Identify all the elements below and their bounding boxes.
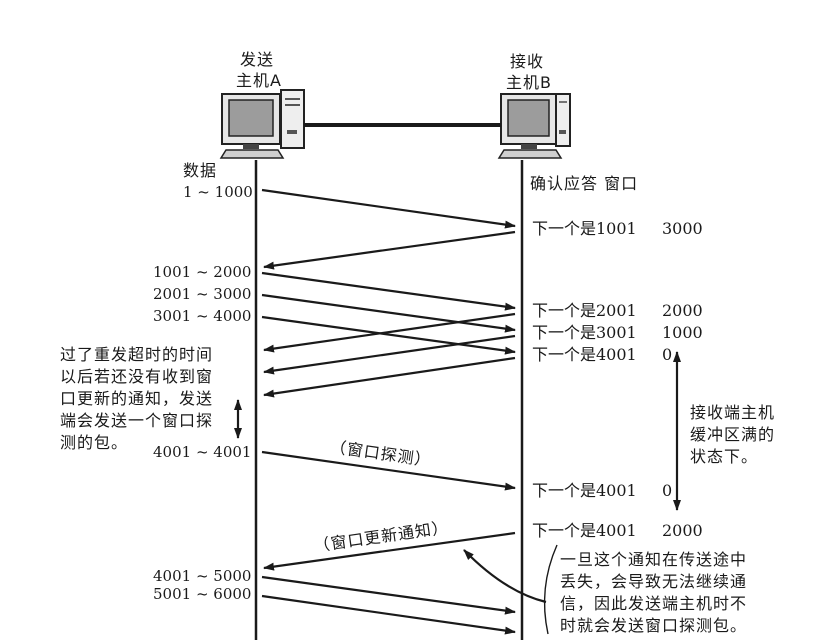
note-line: 接收端主机 [690,403,775,422]
segment-label: 3001 ~ 4000 [153,307,251,325]
ack-arrow [263,312,516,353]
receiver-host-label-2: 主机B [506,73,552,92]
ack-window-header: 确认应答 窗口 [530,174,638,193]
ack-next-label: 下一个是3001 [532,323,637,342]
segment-arrow [261,188,516,229]
ack-next-label: 下一个是4001 [532,481,637,500]
window-update-label: （窗口更新通知） [313,518,450,556]
segment-label: 4001 ~ 5000 [153,567,251,585]
segment-label: 1 ~ 1000 [183,183,253,201]
lost-update-bracket [543,544,558,635]
note-line: 时就会发送窗口探测包。 [560,616,747,635]
sender-computer-icon [219,89,305,159]
segment-arrow [261,315,516,355]
ack-window-value: 2000 [662,521,703,540]
sender-host-label-2: 主机A [236,71,282,90]
ack-next-label: 下一个是4001 [532,345,637,364]
note-line: 缓冲区满的 [690,425,775,444]
lost-update-pointer-arrow [463,549,547,604]
lost-update-note: 一旦这个通知在传送途中 丢失，会导致无法继续通 信，因此发送端主机时不 时就会发… [560,550,747,635]
ack-window-value: 0 [662,345,672,364]
ack-window-value: 2000 [662,301,703,320]
note-line: 口更新的通知，发送 [60,389,213,408]
timeout-note: 过了重发超时的时间 以后若还没有收到窗 口更新的通知，发送 端会发送一个窗口探 … [60,345,213,452]
segment-arrow [261,293,516,333]
sender-host-label-1: 发送 [240,50,274,69]
note-line: 一旦这个通知在传送途中 [560,550,747,569]
segment-label: 1001 ~ 2000 [153,263,251,281]
ack-window-value: 0 [662,481,672,500]
ack-arrow [263,356,516,398]
receiver-host-label-1: 接收 [510,52,544,71]
receiver-computer-icon [497,93,571,159]
note-line: 过了重发超时的时间 [60,345,213,364]
note-line: 端会发送一个窗口探 [60,411,213,430]
note-line: 信，因此发送端主机时不 [560,594,747,613]
buffer-full-note: 接收端主机 缓冲区满的 状态下。 [690,403,775,466]
window-probe-label: （窗口探测） [329,437,433,470]
segment-arrow [261,271,516,311]
note-line: 以后若还没有收到窗 [60,367,213,386]
ack-arrow [263,334,516,375]
segment-arrow [261,594,516,635]
ack-window-value: 1000 [662,323,703,342]
ack-next-label: 下一个是4001 [532,521,637,540]
ack-next-label: 下一个是2001 [532,301,637,320]
ack-window-value: 3000 [662,219,703,238]
data-header: 数据 [183,161,217,180]
note-line: 丢失，会导致无法继续通 [560,572,747,591]
note-line: 状态下。 [690,447,758,466]
segment-label: 5001 ~ 6000 [153,585,251,603]
segment-label: 2001 ~ 3000 [153,285,251,303]
note-line: 测的包。 [60,433,128,452]
ack-arrow [263,230,516,270]
segment-arrow [261,575,516,615]
segment-label: 4001 ~ 4001 [153,443,251,461]
window-update-arrow [263,531,516,571]
ack-next-label: 下一个是1001 [532,219,637,238]
window-probe-arrow [261,450,516,491]
